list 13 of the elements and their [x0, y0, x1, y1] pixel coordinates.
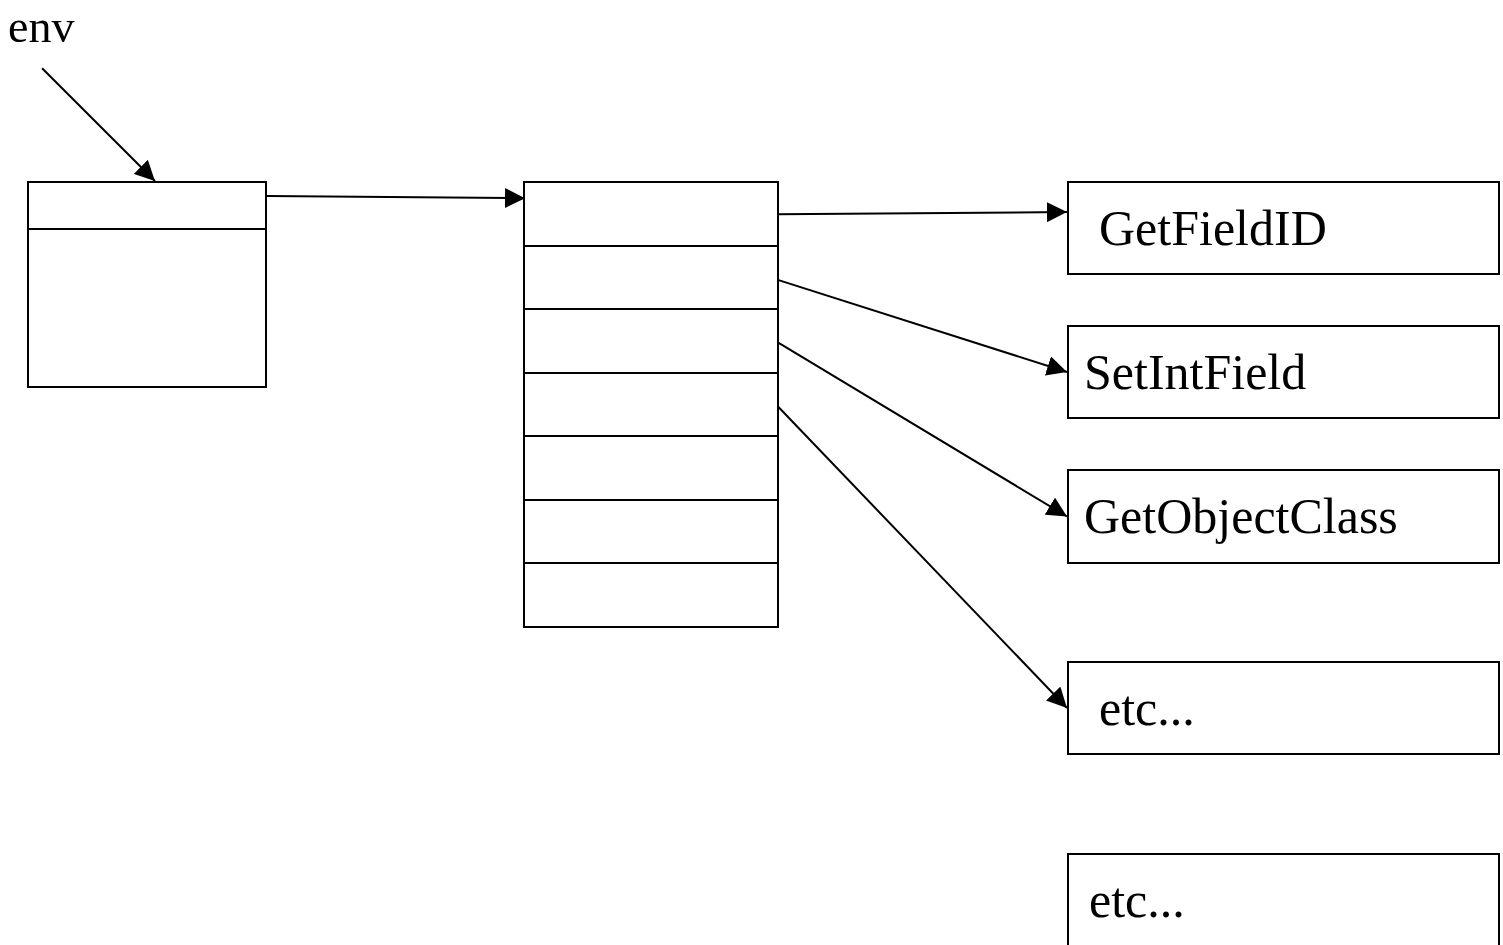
pointer-label: env	[8, 0, 118, 55]
function-name: etc...	[1099, 683, 1195, 733]
function-box	[1067, 325, 1500, 419]
function-box	[1067, 661, 1500, 755]
arrow	[41, 67, 156, 182]
function-box	[1067, 181, 1500, 275]
function-name: etc...	[1089, 875, 1185, 925]
function-name: GetFieldID	[1099, 203, 1327, 253]
struct-box	[27, 181, 267, 388]
function-box	[1067, 469, 1500, 564]
function-box	[1067, 853, 1500, 945]
function-name: SetIntField	[1084, 347, 1307, 397]
function-table	[523, 181, 779, 628]
